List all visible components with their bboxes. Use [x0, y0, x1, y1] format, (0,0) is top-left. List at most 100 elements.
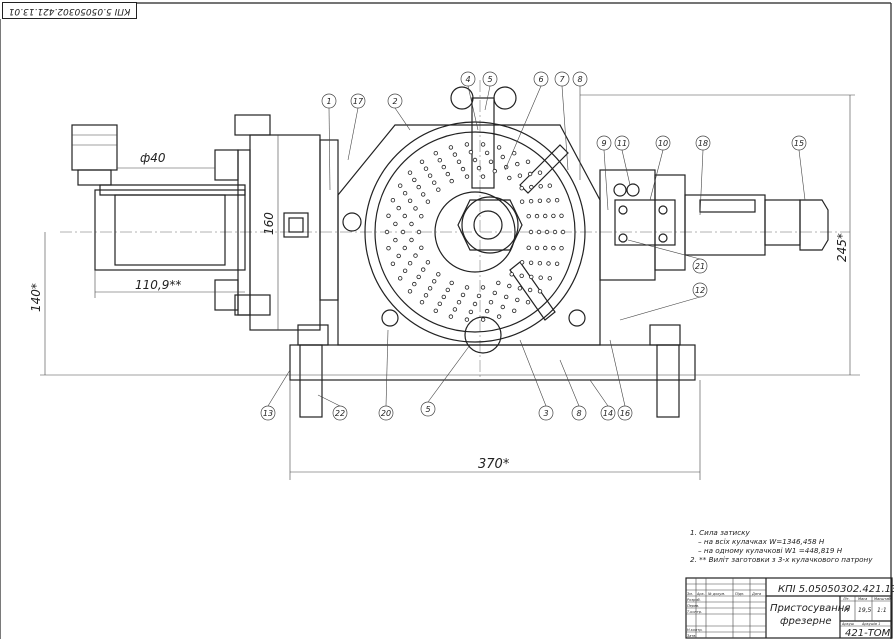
index-hole [433, 308, 438, 313]
index-hole [402, 190, 408, 196]
title-name-line2: фрезерне [780, 616, 832, 627]
index-hole [544, 229, 550, 235]
note-2: 2. ** Виліт заготовки з 3-х кулачкового … [690, 555, 873, 564]
callout-circle [482, 71, 498, 87]
leader-line [394, 107, 411, 131]
callout-22: 22 [335, 409, 345, 418]
index-hole [512, 308, 517, 313]
callout-circle [695, 135, 711, 151]
index-hole [526, 213, 531, 219]
callout-circle [600, 405, 616, 421]
callout-14: 14 [603, 409, 613, 418]
index-hole [480, 142, 486, 147]
callout-9: 9 [601, 139, 606, 148]
leader-line [328, 107, 331, 191]
index-hole [386, 213, 391, 218]
leader-line [317, 394, 341, 407]
index-hole [400, 229, 406, 235]
index-hole [496, 280, 501, 286]
index-hole [402, 268, 408, 273]
drive-shaft-assembly [599, 169, 829, 281]
index-hole [492, 168, 497, 174]
index-hole [500, 154, 505, 160]
index-hole [528, 229, 534, 235]
index-hole [460, 292, 466, 298]
index-hole [464, 317, 470, 322]
index-hole [528, 198, 534, 204]
callout-circle [791, 135, 807, 151]
mass-value: 19,5 [858, 607, 872, 614]
callout-11: 11 [617, 139, 627, 148]
leader-line [627, 239, 701, 260]
hdr-scale: Масштаб [874, 597, 891, 601]
index-hole [525, 300, 531, 305]
three-jaw-chuck [214, 114, 339, 331]
index-hole [507, 283, 512, 289]
callout-1: 1 [326, 97, 331, 106]
index-hole [554, 261, 560, 266]
index-hole [423, 293, 429, 298]
index-hole [488, 300, 494, 305]
index-hole [423, 166, 429, 171]
index-hole [407, 198, 413, 203]
tb-role: Перев. [687, 604, 699, 608]
leader-line [589, 379, 609, 407]
index-hole [412, 177, 417, 183]
index-hole [407, 170, 413, 175]
index-hole [437, 157, 442, 163]
index-hole [525, 159, 531, 164]
index-hole [551, 245, 556, 251]
dim-140: 140* [29, 283, 43, 312]
index-hole [421, 192, 426, 197]
leader-line [603, 149, 609, 211]
index-hole [537, 289, 543, 294]
callout-circle [387, 93, 403, 109]
index-hole [413, 253, 418, 258]
hdr-lit: Літ. [842, 597, 850, 601]
index-hole [393, 237, 398, 243]
leader-line [385, 329, 389, 407]
callout-12: 12 [695, 286, 705, 295]
index-hole [464, 142, 470, 147]
sheets-label: Аркушів 1 [861, 622, 880, 626]
dividing-head [337, 86, 601, 354]
index-hole [527, 287, 533, 293]
index-hole [552, 229, 558, 235]
index-hole [492, 290, 497, 296]
note-1: 1. Сила затиску [690, 528, 750, 537]
callout-7: 7 [559, 75, 565, 84]
callout-10: 10 [658, 139, 668, 148]
callout-circle [596, 135, 612, 151]
index-hole [433, 150, 438, 156]
index-hole [425, 199, 431, 204]
lit-value: Н [844, 607, 849, 614]
sheet-label: Аркуш [841, 622, 855, 626]
callout-circle [538, 405, 554, 421]
index-hole [488, 159, 494, 164]
callout-circle [617, 405, 633, 421]
index-hole [519, 273, 524, 278]
leader-line [467, 85, 479, 131]
tb-col-header: № докум. [707, 592, 725, 596]
callout-circle [614, 135, 630, 151]
index-hole [412, 281, 417, 287]
index-hole [421, 267, 426, 272]
index-hole [441, 164, 446, 170]
tb-col-header: Дата [751, 592, 761, 596]
callout-circle [420, 401, 436, 417]
tb-role: Т.контр. [687, 610, 702, 614]
callout-17: 17 [353, 97, 364, 106]
index-hole [407, 289, 413, 294]
leader-line [619, 296, 701, 321]
index-hole [419, 300, 425, 305]
index-hole [432, 180, 437, 185]
callout-circle [332, 405, 348, 421]
index-hole [456, 159, 462, 164]
base-plate [289, 324, 696, 418]
tb-col-header: Арк. [696, 592, 705, 596]
index-hole [543, 213, 548, 219]
index-hole [546, 198, 551, 203]
callout-13: 13 [263, 409, 273, 418]
